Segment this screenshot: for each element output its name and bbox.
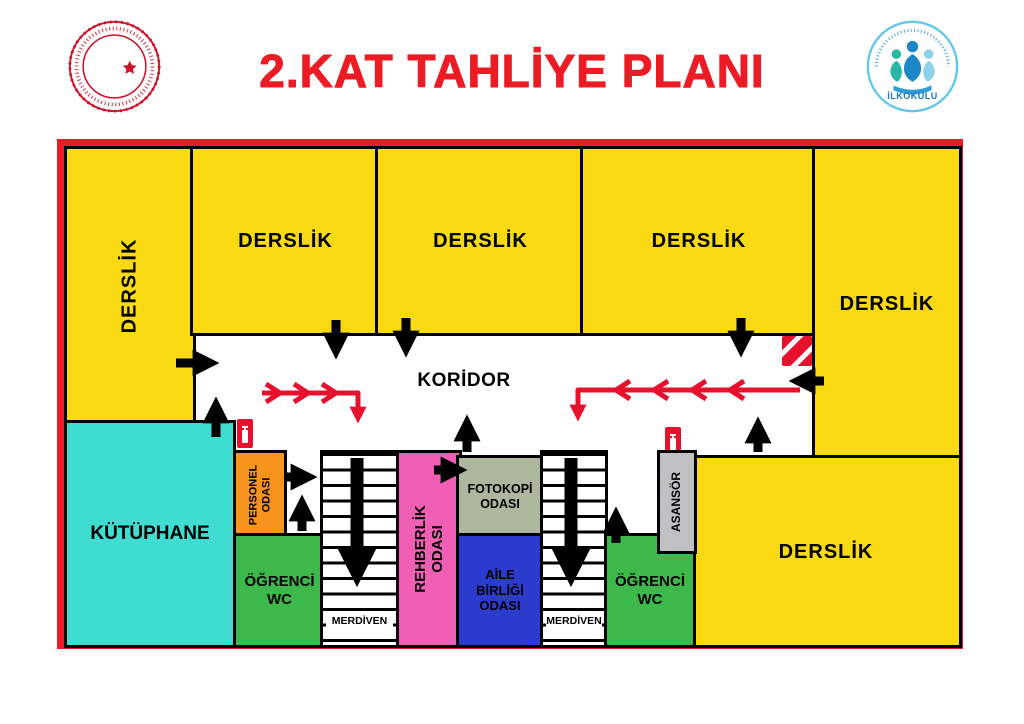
room-derslik-top-2: DERSLİK [375, 146, 586, 336]
school-logo-graphic [866, 20, 959, 113]
room-derslik-bottom-right: DERSLİK [690, 455, 962, 648]
room-derslik-right: DERSLİK [812, 146, 962, 461]
room-merdiven-right: MERDİVEN [540, 450, 608, 648]
room-label: DERSLİK [118, 238, 141, 334]
room-label: KÜTÜPHANE [90, 522, 210, 544]
room-asansor: ASANSÖR [657, 450, 697, 554]
room-label: ÖĞRENCİ WC [615, 572, 686, 608]
ministry-seal-logo [67, 19, 162, 114]
room-derslik-left: DERSLİK [64, 146, 196, 426]
room-label: PERSONEL ODASI [247, 464, 272, 525]
page-title: 2.KAT TAHLİYE PLANI [259, 45, 765, 98]
room-label: DERSLİK [238, 230, 333, 252]
corridor-label: KORİDOR [417, 370, 511, 391]
room-rehberlik-odasi: REHBERLİK ODASI [396, 450, 462, 648]
room-label: REHBERLİK ODASI [411, 505, 446, 593]
room-label: DERSLİK [839, 292, 935, 315]
room-label: ÖĞRENCİ WC [244, 572, 315, 608]
room-label: FOTOKOPİ ODASI [467, 482, 533, 511]
room-label: DERSLİK [651, 230, 747, 252]
room-derslik-top-1: DERSLİK [190, 146, 381, 336]
school-logo-text: İLKOKULU [887, 91, 938, 101]
room-ogrenci-wc-left: ÖĞRENCİ WC [233, 533, 326, 648]
ministry-seal-graphic [68, 20, 161, 113]
room-fotokopi-odasi: FOTOKOPİ ODASI [456, 455, 544, 539]
room-derslik-top-3: DERSLİK [580, 146, 818, 336]
room-merdiven-left: MERDİVEN [320, 450, 399, 648]
room-label: MERDİVEN [546, 613, 602, 629]
floor-plan: DERSLİK DERSLİK DERSLİK DERSLİK DERSLİK … [57, 139, 963, 649]
room-label: DERSLİK [778, 540, 874, 563]
room-kutuphane: KÜTÜPHANE [64, 420, 236, 648]
room-label: ASANSÖR [669, 471, 684, 533]
room-aile-birligi-odasi: AİLE BİRLİĞİ ODASI [456, 533, 544, 648]
room-label: AİLE BİRLİĞİ ODASI [476, 567, 524, 614]
room-label: DERSLİK [433, 230, 528, 252]
room-label: MERDİVEN [326, 613, 393, 629]
room-personel-odasi: PERSONEL ODASI [233, 450, 287, 539]
school-logo: İLKOKULU [865, 19, 960, 114]
